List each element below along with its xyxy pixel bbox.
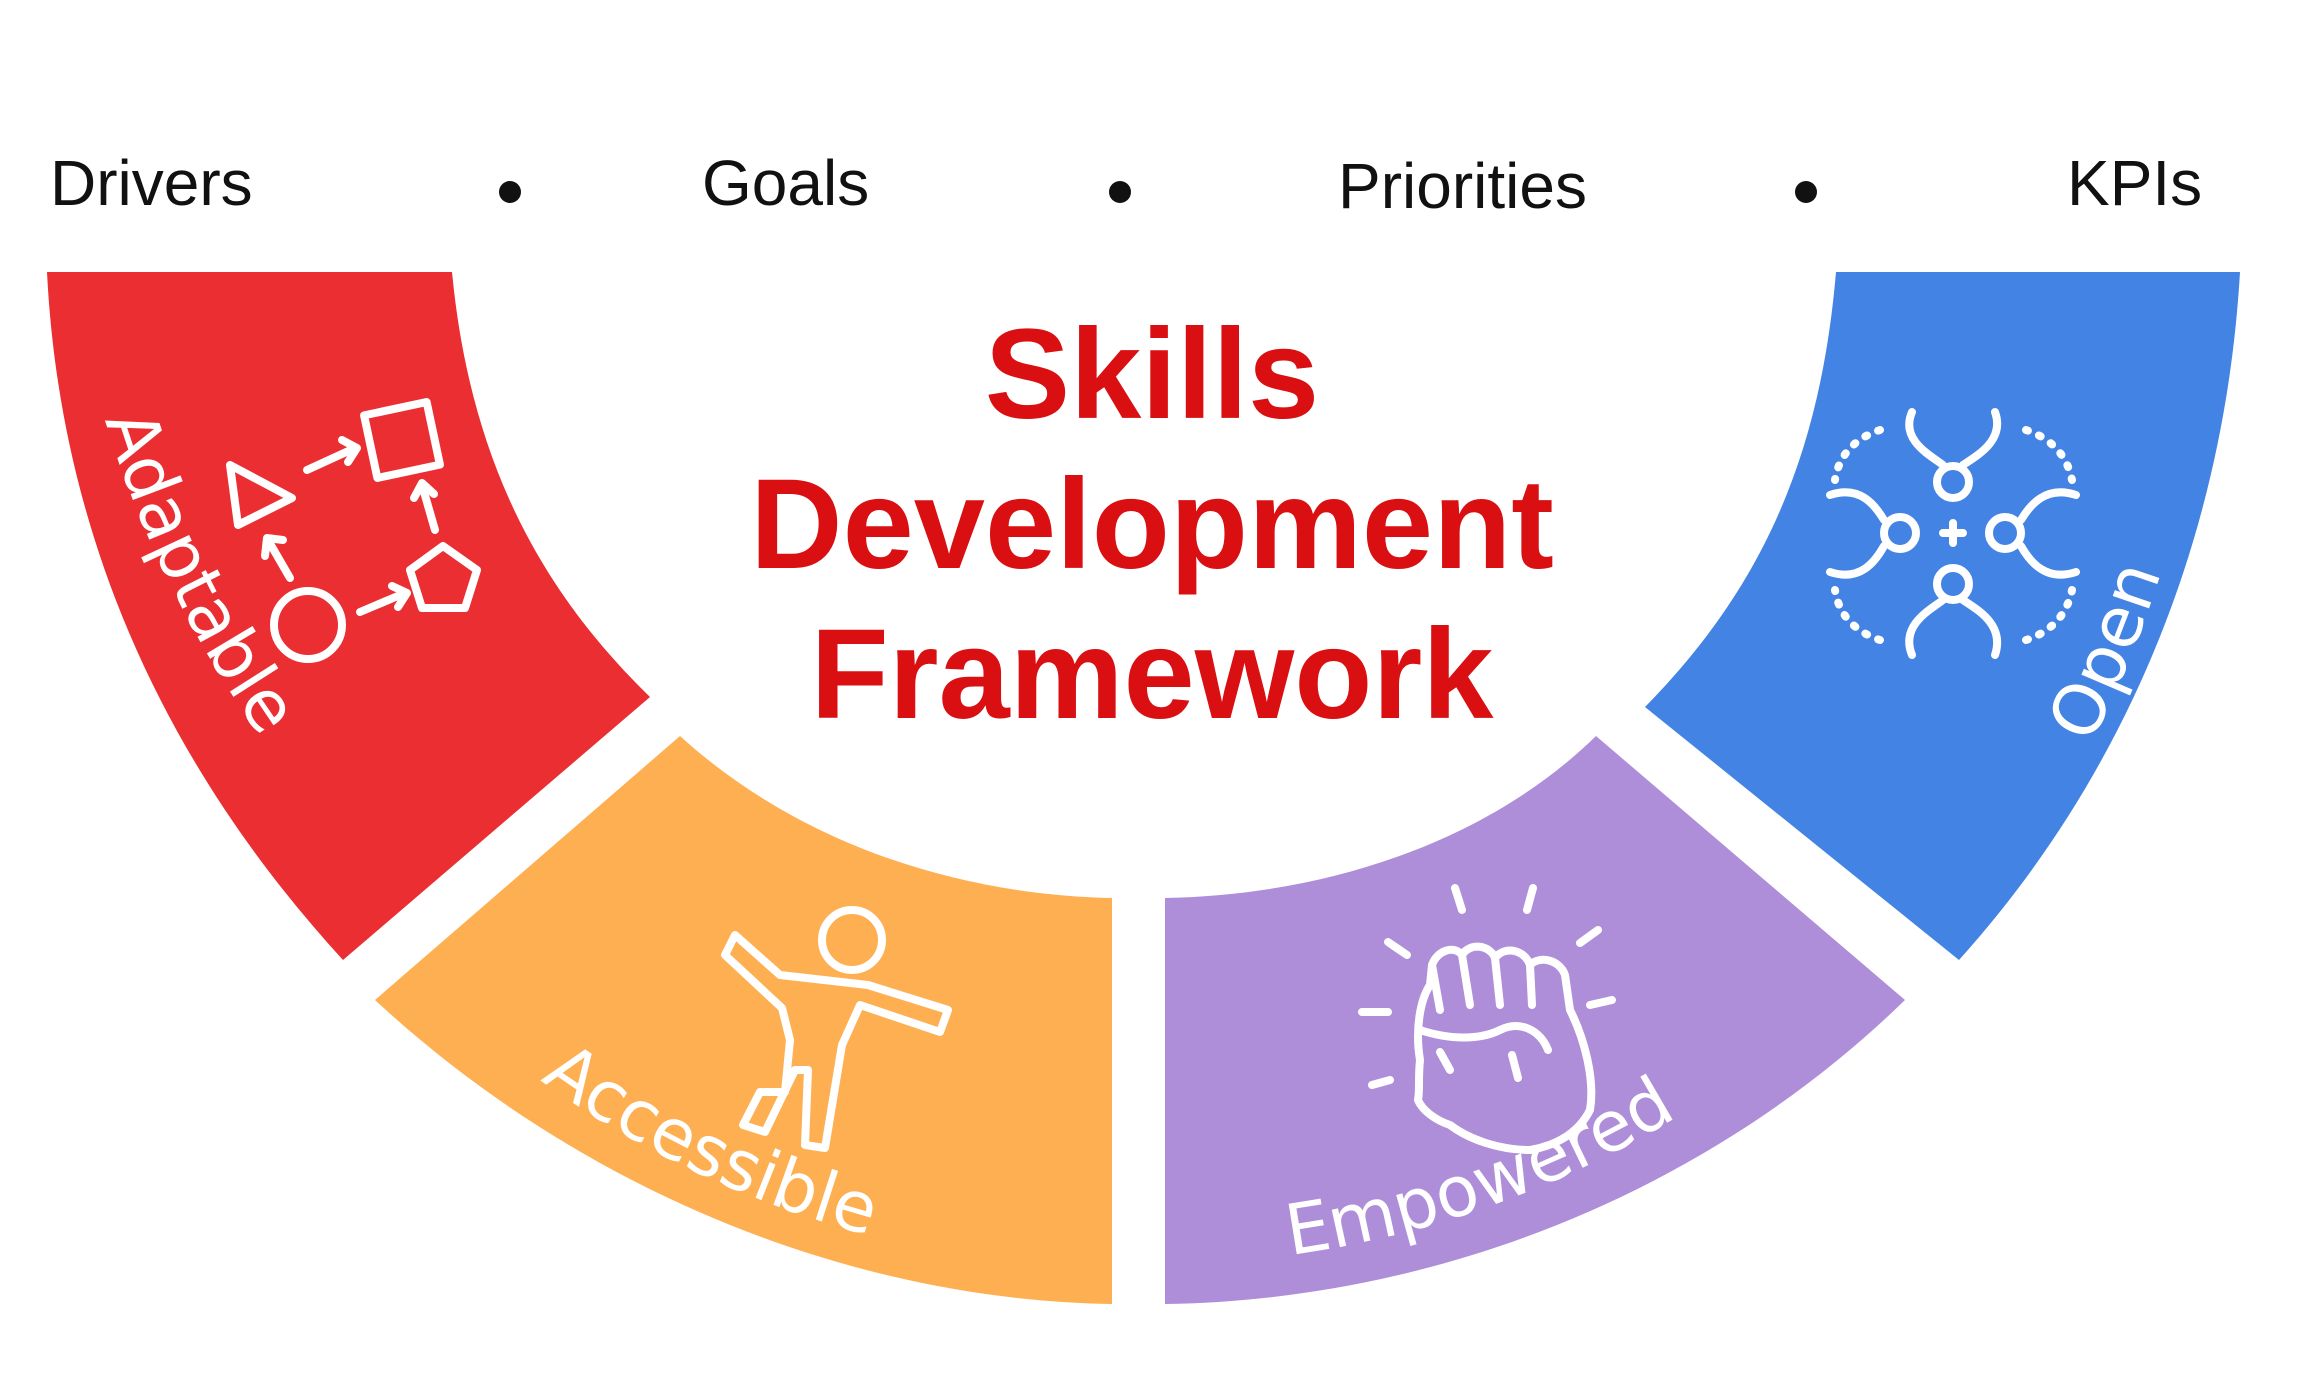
shapes-cycle-icon — [226, 398, 481, 663]
header-kpis: KPIs — [2067, 147, 2202, 219]
title-line-1: Skills — [985, 303, 1319, 446]
framework-title: Skills Development Framework — [750, 303, 1554, 746]
title-line-2: Development — [750, 453, 1554, 596]
segment-adaptable — [47, 272, 650, 960]
connected-nodes-icon — [1826, 408, 2080, 659]
header-priorities: Priorities — [1338, 150, 1587, 222]
arc-segments — [47, 272, 2240, 1304]
raised-fist-icon — [1358, 884, 1616, 1154]
header-separator-dot — [1795, 181, 1817, 203]
segment-open — [1645, 272, 2240, 960]
segment-accessible — [375, 736, 1112, 1304]
accessibility-person-icon — [721, 906, 952, 1152]
header-row: Drivers Goals Priorities KPIs — [50, 147, 2202, 222]
header-separator-dot — [1109, 181, 1131, 203]
header-goals: Goals — [702, 147, 869, 219]
segment-empowered — [1165, 736, 1905, 1304]
header-drivers: Drivers — [50, 147, 253, 219]
header-separator-dot — [499, 181, 521, 203]
title-line-3: Framework — [811, 603, 1495, 746]
